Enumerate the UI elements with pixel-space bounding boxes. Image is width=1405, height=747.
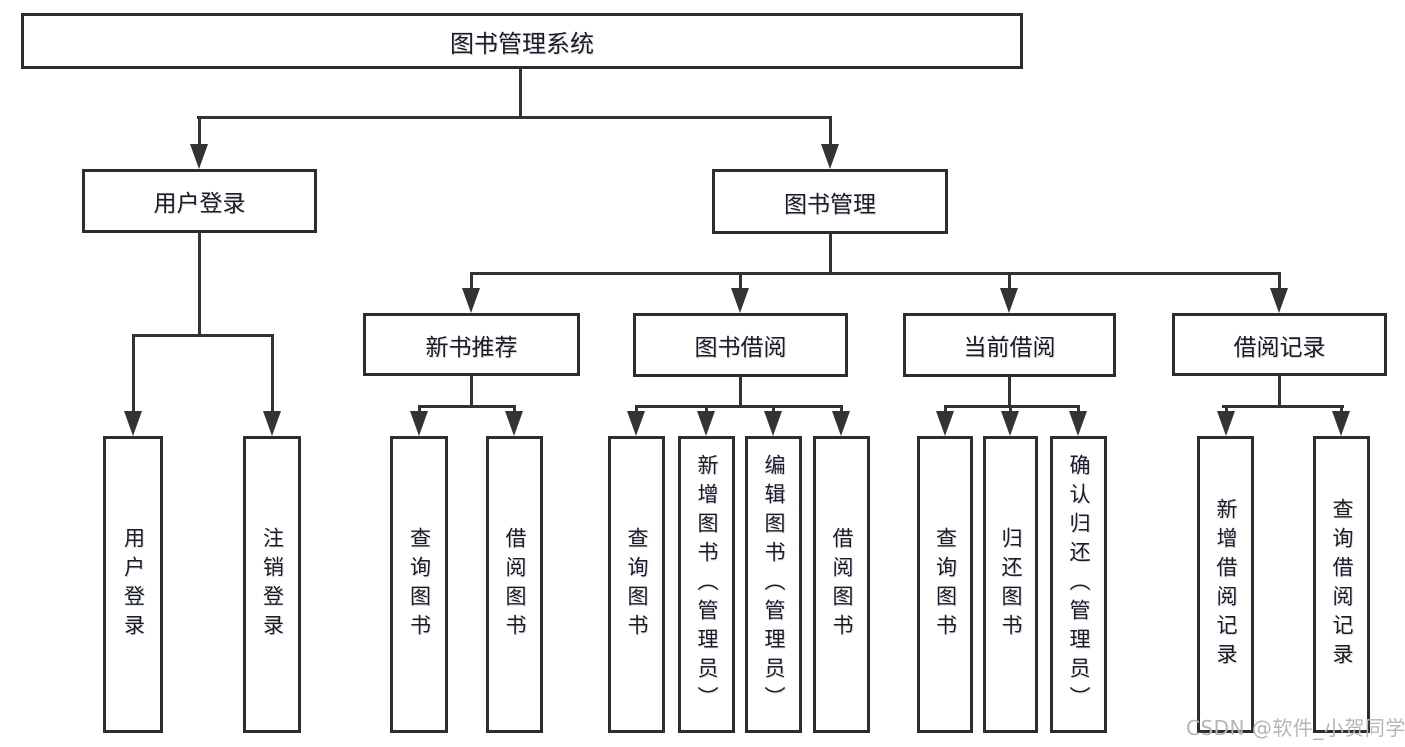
connector-level2-rail — [197, 116, 832, 119]
arrow-leaf-edit-book-admin — [764, 411, 782, 436]
arrow-leaf-borrow-books — [832, 411, 850, 436]
leaf-query-books-recommend-label: 查询图书 — [407, 526, 432, 643]
connector-user-login-rail — [132, 334, 273, 337]
connector-borrow-down — [739, 376, 742, 407]
node-book-borrow-label: 图书借阅 — [694, 335, 787, 361]
leaf-query-borrow-record: 查询借阅记录 — [1313, 436, 1370, 733]
connector-book-mgmt-down — [829, 234, 832, 274]
arrow-leaf-add-book-admin — [697, 411, 715, 436]
connector-leaf-logout-stem — [271, 334, 274, 413]
node-current-borrow: 当前借阅 — [903, 313, 1116, 377]
connector-recommend-down — [470, 376, 473, 407]
connector-leaf-stem — [1009, 405, 1012, 413]
arrow-leaf-confirm-return-admin — [1069, 411, 1087, 436]
connector-leaf-stem — [513, 405, 516, 413]
node-user-login-label: 用户登录 — [153, 191, 246, 217]
leaf-confirm-return-admin: 确认归还（管理员） — [1050, 436, 1107, 733]
leaf-query-borrow-record-label: 查询借阅记录 — [1330, 497, 1354, 672]
leaf-borrow-books-recommend: 借阅图书 — [486, 436, 543, 733]
node-user-login: 用户登录 — [82, 169, 317, 233]
node-library-system-label: 图书管理系统 — [450, 29, 594, 58]
node-book-management: 图书管理 — [712, 169, 948, 234]
connector-leaf-stem — [1340, 405, 1343, 413]
leaf-query-books-current-label: 查询图书 — [933, 526, 958, 643]
arrow-borrow-records — [1270, 288, 1288, 313]
leaf-edit-book-admin-label: 编辑图书（管理员） — [762, 454, 786, 715]
arrow-user-login — [190, 144, 208, 169]
connector-current-rail — [944, 405, 1080, 408]
connector-user-login-down — [198, 233, 201, 336]
connector-groups-rail — [470, 272, 1281, 275]
leaf-logout: 注销登录 — [243, 436, 301, 733]
leaf-add-borrow-record-label: 新增借阅记录 — [1214, 497, 1238, 672]
arrow-leaf-query-books-borrow — [627, 411, 645, 436]
leaf-logout-label: 注销登录 — [260, 526, 285, 643]
arrow-leaf-return-book — [1001, 411, 1019, 436]
node-library-system: 图书管理系统 — [21, 13, 1023, 69]
leaf-confirm-return-admin-label: 确认归还（管理员） — [1067, 454, 1091, 715]
leaf-return-book: 归还图书 — [983, 436, 1038, 733]
connector-book-mgmt-stem — [829, 116, 832, 146]
connector-borrow-rail — [635, 405, 843, 408]
arrow-leaf-add-borrow-record — [1217, 411, 1235, 436]
leaf-query-books-borrow: 查询图书 — [608, 436, 665, 733]
node-book-management-label: 图书管理 — [784, 191, 876, 218]
arrow-book-mgmt — [821, 144, 839, 169]
arrow-leaf-query-borrow-record — [1332, 411, 1350, 436]
connector-leaf-stem — [705, 405, 708, 413]
connector-group1-stem — [470, 272, 473, 290]
arrow-book-borrow — [731, 288, 749, 313]
node-new-book-recommend: 新书推荐 — [363, 313, 580, 376]
arrow-leaf-user-login — [124, 411, 142, 436]
connector-user-login-stem — [198, 116, 201, 146]
leaf-query-books-recommend: 查询图书 — [390, 436, 448, 733]
node-new-book-recommend-label: 新书推荐 — [425, 334, 518, 361]
node-borrow-records: 借阅记录 — [1172, 313, 1387, 376]
connector-current-down — [1008, 376, 1011, 407]
node-borrow-records-label: 借阅记录 — [1233, 334, 1326, 361]
connector-group4-stem — [1278, 272, 1281, 290]
leaf-return-book-label: 归还图书 — [999, 526, 1023, 643]
arrow-new-book-recommend — [462, 288, 480, 313]
connector-leaf-stem — [1225, 405, 1228, 413]
arrow-leaf-borrow-books-recommend — [505, 411, 523, 436]
csdn-watermark: CSDN @软件_小贺同学 — [1186, 716, 1405, 740]
leaf-user-login: 用户登录 — [103, 436, 163, 733]
arrow-leaf-query-books-recommend — [410, 411, 428, 436]
connector-leaf-stem — [840, 405, 843, 413]
connector-root-stem — [519, 69, 522, 118]
connector-recommend-rail — [418, 405, 516, 408]
leaf-borrow-books-label: 借阅图书 — [830, 526, 854, 643]
connector-leaf-stem — [772, 405, 775, 413]
connector-records-rail — [1222, 405, 1344, 408]
leaf-borrow-books-recommend-label: 借阅图书 — [503, 526, 527, 643]
leaf-user-login-label: 用户登录 — [121, 526, 146, 643]
node-book-borrow: 图书借阅 — [633, 313, 848, 377]
leaf-query-books-current: 查询图书 — [917, 436, 973, 733]
arrow-leaf-query-books-current — [936, 411, 954, 436]
leaf-edit-book-admin: 编辑图书（管理员） — [745, 436, 802, 733]
leaf-add-borrow-record: 新增借阅记录 — [1197, 436, 1254, 733]
connector-group2-stem — [739, 272, 742, 290]
connector-leaf-stem — [944, 405, 947, 413]
connector-leaf-stem — [418, 405, 421, 413]
leaf-add-book-admin: 新增图书（管理员） — [678, 436, 735, 733]
leaf-query-books-borrow-label: 查询图书 — [625, 526, 649, 643]
connector-group3-stem — [1008, 272, 1011, 290]
leaf-add-book-admin-label: 新增图书（管理员） — [695, 454, 719, 715]
arrow-leaf-logout — [263, 411, 281, 436]
connector-leaf-stem — [1077, 405, 1080, 413]
connector-records-down — [1278, 376, 1281, 407]
connector-leaf-user-login-stem — [132, 334, 135, 413]
leaf-borrow-books: 借阅图书 — [813, 436, 870, 733]
arrow-current-borrow — [1000, 288, 1018, 313]
connector-leaf-stem — [635, 405, 638, 413]
node-current-borrow-label: 当前借阅 — [963, 335, 1056, 361]
